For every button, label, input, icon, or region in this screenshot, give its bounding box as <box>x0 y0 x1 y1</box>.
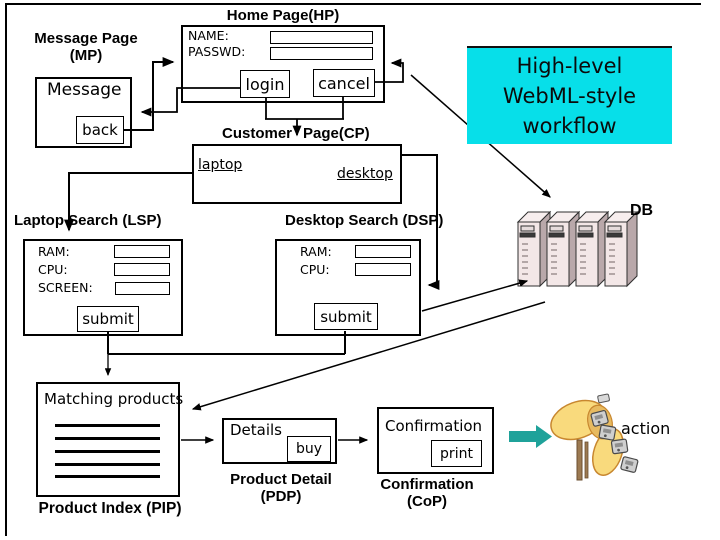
dsp-cpu-input[interactable] <box>355 263 411 276</box>
pdp-label-line2: (PDP) <box>260 488 302 505</box>
slide-border-top <box>5 3 701 5</box>
mp-title-line1: Message Page <box>34 30 138 47</box>
dsp-ram-label: RAM: <box>300 244 332 259</box>
product-list-line <box>55 475 160 478</box>
login-button[interactable]: login <box>240 70 290 98</box>
mailbox-clipart <box>550 393 639 481</box>
passwd-label: PASSWD: <box>188 44 246 59</box>
database-servers-clipart <box>516 210 639 288</box>
mp-title-line2: (MP) <box>69 47 103 64</box>
cop-label-line1: Confirmation <box>380 476 474 493</box>
name-input[interactable] <box>270 31 373 44</box>
laptop-link[interactable]: laptop <box>198 157 243 173</box>
pdp-label-line1: Product Detail <box>230 471 332 488</box>
dsp-title: Desktop Search (DSP) <box>285 212 444 229</box>
note-line2: WebML-style <box>502 84 637 108</box>
confirmation-text: Confirmation <box>385 417 483 435</box>
cop-label-line2: (CoP) <box>407 493 447 510</box>
product-list-line <box>55 437 160 440</box>
cancel-button[interactable]: cancel <box>313 69 375 97</box>
hp-title: Home Page(HP) <box>226 7 340 24</box>
desktop-link[interactable]: desktop <box>337 166 393 182</box>
db-label: DB <box>630 202 654 219</box>
action-label: action <box>621 419 671 438</box>
lsp-screen-label: SCREEN: <box>38 280 93 295</box>
product-list-line <box>55 463 160 466</box>
note-line1: High-level <box>516 54 623 78</box>
lsp-cpu-label: CPU: <box>38 262 68 277</box>
lsp-ram-label: RAM: <box>38 244 70 259</box>
note-line3: workflow <box>522 114 617 138</box>
dsp-cpu-label: CPU: <box>300 262 330 277</box>
lsp-cpu-input[interactable] <box>114 263 170 276</box>
product-list-line <box>55 424 160 427</box>
print-button[interactable]: print <box>431 440 482 467</box>
customer-page-box <box>192 144 402 204</box>
details-text: Details <box>230 421 283 439</box>
message-text: Message <box>47 80 122 100</box>
lsp-ram-input[interactable] <box>114 245 170 258</box>
buy-button[interactable]: buy <box>287 436 331 462</box>
lsp-submit-button[interactable]: submit <box>77 306 139 332</box>
dsp-ram-input[interactable] <box>355 245 411 258</box>
back-button[interactable]: back <box>76 116 124 144</box>
slide-border-left <box>5 3 7 536</box>
note-highlevel-webml-workflow: High-level WebML-style workflow <box>467 46 672 144</box>
cp-title-word2: Page(CP) <box>303 125 370 142</box>
cp-title-word1: Customer <box>221 125 292 142</box>
product-list-line <box>55 450 160 453</box>
matching-products-header: Matching products <box>44 390 184 408</box>
dsp-submit-button[interactable]: submit <box>314 303 378 330</box>
passwd-input[interactable] <box>270 47 373 60</box>
pip-label: Product Index (PIP) <box>38 500 182 517</box>
lsp-screen-input[interactable] <box>115 282 170 295</box>
lsp-title: Laptop Search (LSP) <box>14 212 162 229</box>
name-label: NAME: <box>188 28 229 43</box>
